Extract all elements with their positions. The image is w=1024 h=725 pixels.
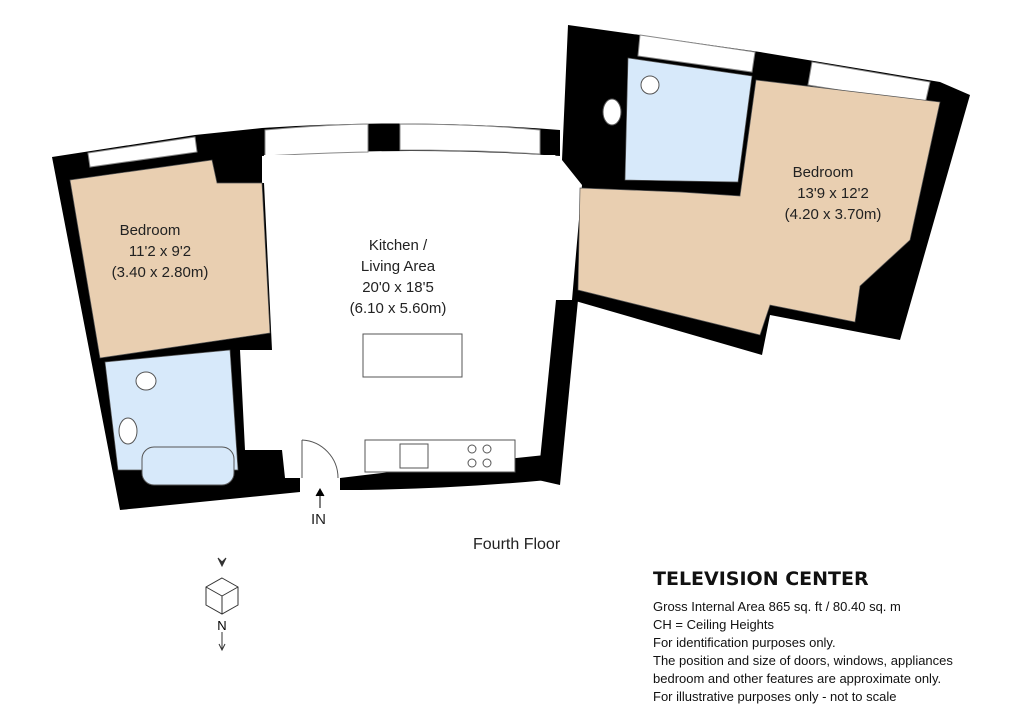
right-bathroom-floor[interactable] bbox=[624, 57, 753, 183]
right-bedroom-floor[interactable] bbox=[577, 79, 941, 336]
kitchen-island bbox=[362, 333, 463, 378]
kitchen-living-floor bbox=[264, 155, 580, 480]
entrance-door-swing[interactable] bbox=[301, 439, 339, 479]
room-name: Bedroom bbox=[120, 222, 181, 239]
info-line: The position and size of doors, windows,… bbox=[653, 653, 953, 668]
property-info: TELEVISION CENTER Gross Internal Area 86… bbox=[653, 568, 953, 706]
room-dimensions-imperial: 13'9 x 12'2 bbox=[797, 185, 869, 202]
compass-north-label: N bbox=[217, 618, 226, 633]
room-dimensions-metric: (3.40 x 2.80m) bbox=[112, 264, 209, 281]
info-line: Gross Internal Area 865 sq. ft / 80.40 s… bbox=[653, 599, 901, 614]
window-top-living-2 bbox=[399, 123, 541, 155]
compass-icon bbox=[205, 557, 239, 652]
window-top-living bbox=[264, 123, 369, 157]
entrance-arrow-icon bbox=[315, 487, 325, 508]
window-left-bedroom bbox=[87, 136, 198, 168]
kitchen-counter bbox=[364, 439, 516, 473]
basin-right bbox=[602, 98, 622, 126]
info-line: For identification purposes only. bbox=[653, 635, 836, 650]
info-line: bedroom and other features are approxima… bbox=[653, 671, 942, 686]
room-dimensions-imperial: 11'2 x 9'2 bbox=[129, 243, 191, 260]
room-name-2: Living Area bbox=[361, 258, 436, 275]
room-dimensions-metric: (4.20 x 3.70m) bbox=[785, 206, 882, 223]
toilet-right bbox=[640, 75, 660, 95]
entrance-label: IN bbox=[311, 511, 326, 528]
left-bedroom-floor[interactable] bbox=[69, 159, 271, 359]
room-name: Bedroom bbox=[793, 164, 854, 181]
kitchen-right-wall bbox=[538, 300, 578, 485]
sink bbox=[399, 443, 429, 469]
info-line: For illustrative purposes only - not to … bbox=[653, 689, 897, 704]
floor-label: Fourth Floor bbox=[473, 536, 561, 553]
property-title: TELEVISION CENTER bbox=[653, 568, 869, 590]
bathtub bbox=[141, 446, 235, 486]
hob bbox=[467, 444, 492, 468]
room-dimensions-metric: (6.10 x 5.60m) bbox=[350, 300, 447, 317]
basin bbox=[118, 417, 138, 445]
room-name: Kitchen / bbox=[369, 237, 428, 254]
info-line: CH = Ceiling Heights bbox=[653, 617, 775, 632]
toilet bbox=[135, 371, 157, 391]
room-dimensions-imperial: 20'0 x 18'5 bbox=[362, 279, 434, 296]
window-right-bath bbox=[637, 34, 756, 73]
